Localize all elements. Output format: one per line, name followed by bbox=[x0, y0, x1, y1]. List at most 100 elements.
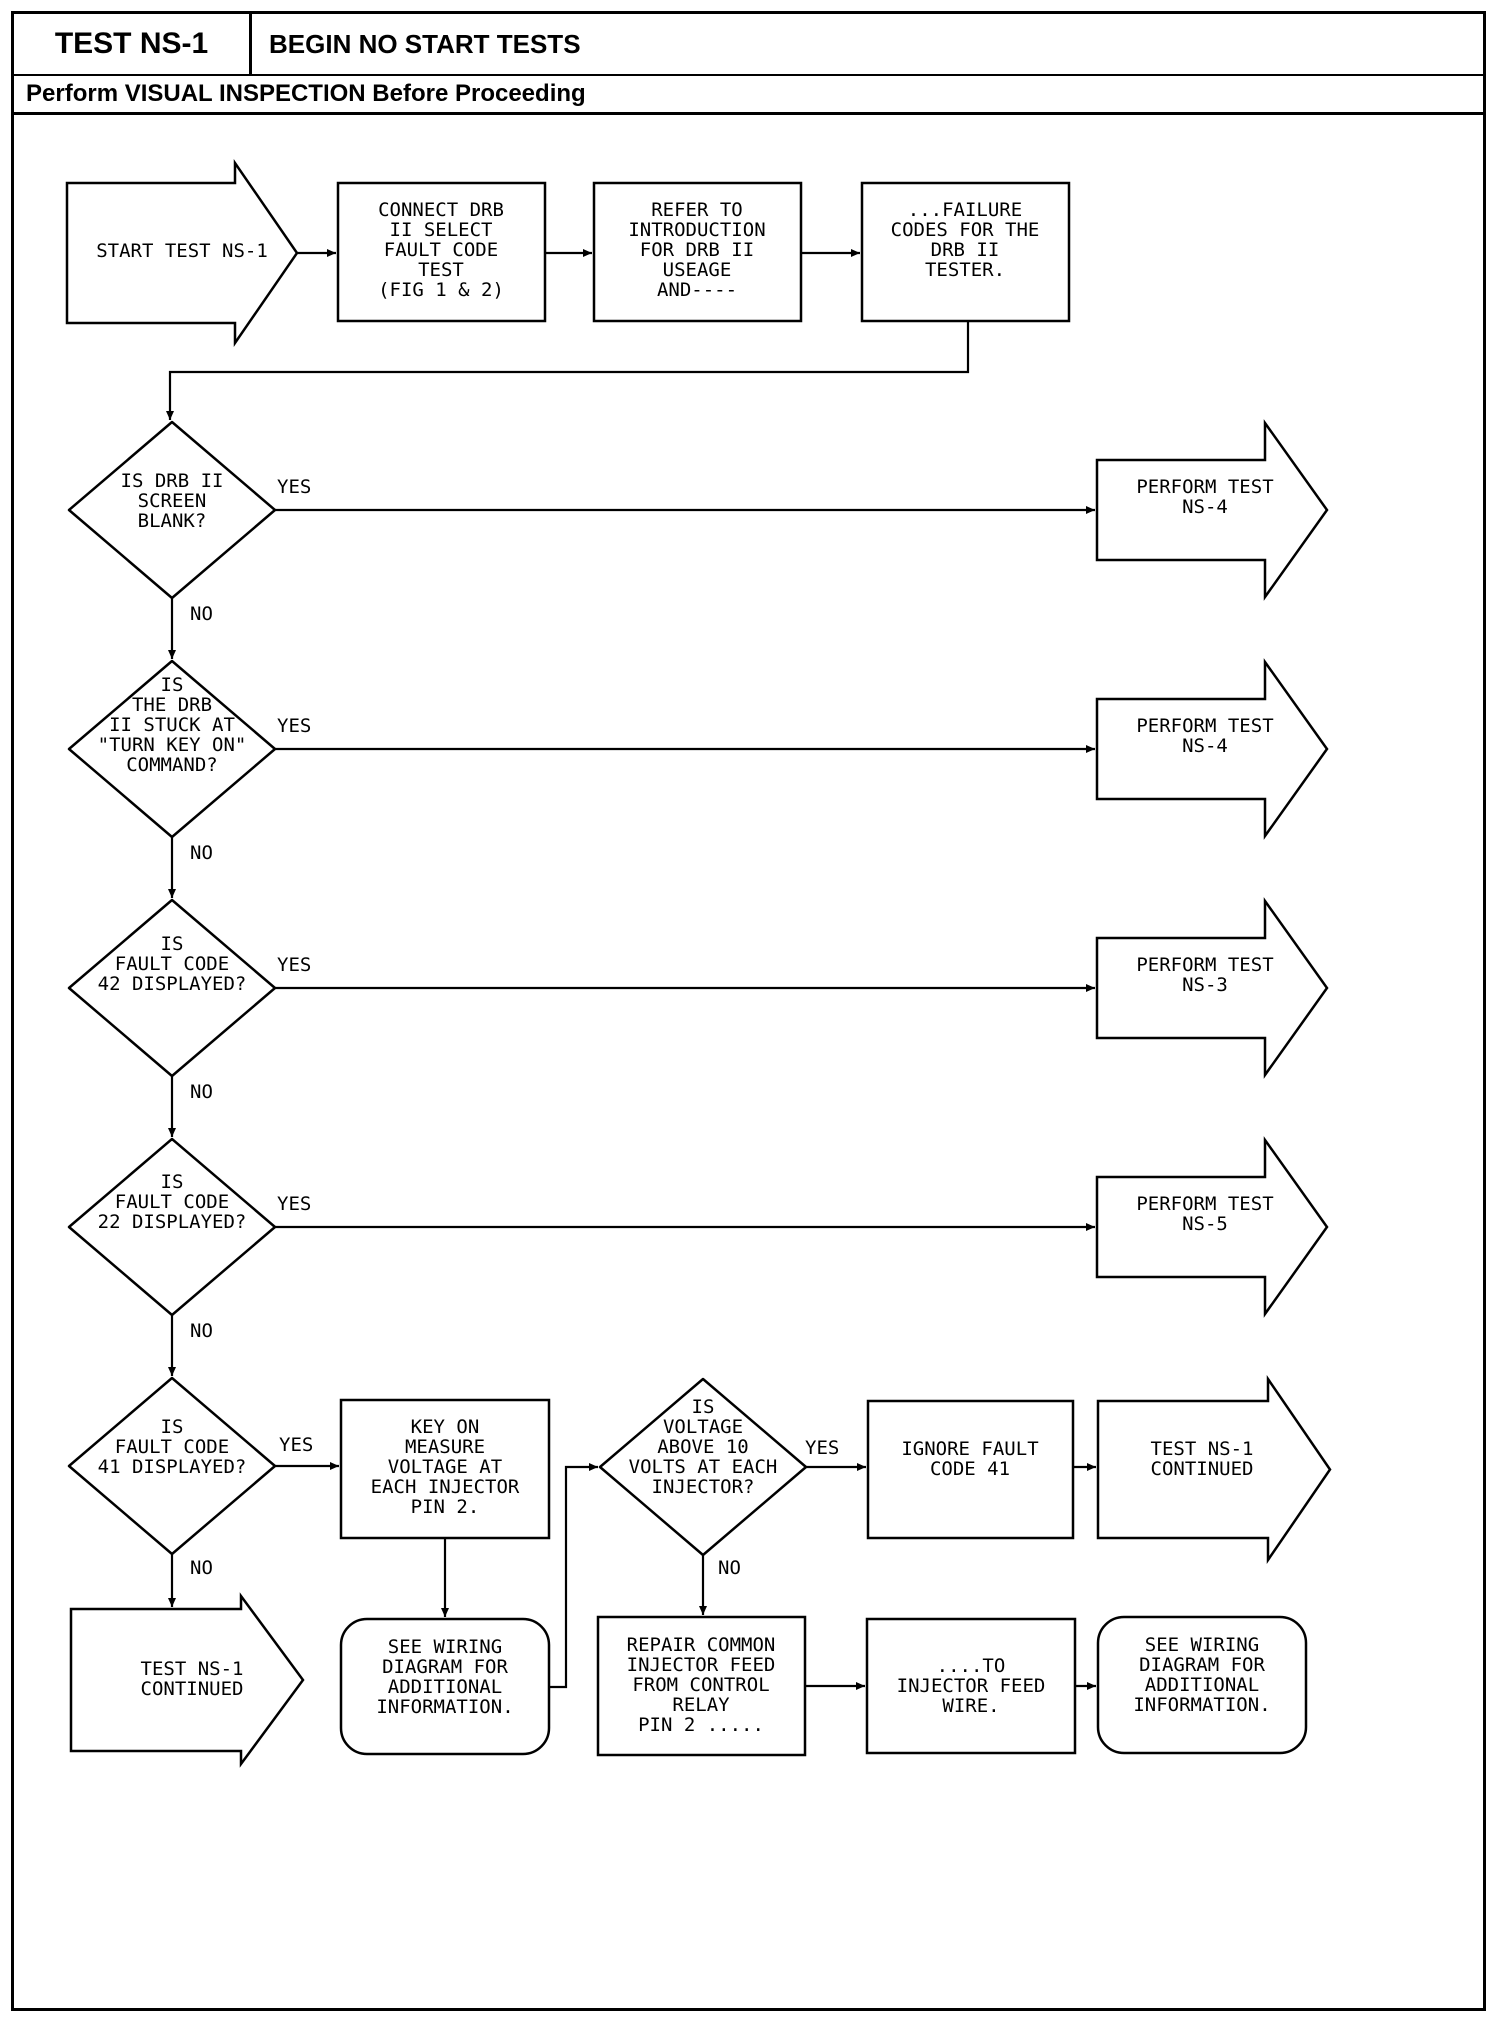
node-text-line: FAULT CODE bbox=[115, 1436, 229, 1458]
node-text-line: AND---- bbox=[657, 279, 737, 301]
refer-intro-box bbox=[592, 181, 803, 323]
yes-label: YES bbox=[277, 1193, 311, 1215]
node-text-line: INFORMATION. bbox=[376, 1696, 513, 1718]
no-label: NO bbox=[190, 603, 213, 625]
to-feed-wire-box bbox=[865, 1617, 1077, 1755]
node-text-line: CODES FOR THE bbox=[891, 219, 1040, 241]
repair-feed-box bbox=[596, 1615, 807, 1757]
node-text-line: FAULT CODE bbox=[115, 953, 229, 975]
subheader-row: Perform VISUAL INSPECTION Before Proceed… bbox=[14, 76, 1483, 115]
perform-ns4-a-arrow bbox=[1095, 419, 1329, 601]
node-text-line: CONNECT DRB bbox=[378, 199, 504, 221]
node-text-line: SEE WIRING bbox=[388, 1636, 502, 1658]
node-text-line: TESTER. bbox=[925, 259, 1005, 281]
node-text-line: VOLTAGE bbox=[663, 1416, 743, 1438]
node-text-line: BLANK? bbox=[138, 510, 207, 532]
q-screen-blank-diamond bbox=[67, 420, 277, 600]
node-text-line: DIAGRAM FOR bbox=[1139, 1654, 1265, 1676]
q-code42-diamond bbox=[67, 898, 277, 1078]
test-title: BEGIN NO START TESTS bbox=[269, 28, 581, 59]
node-text-line: IGNORE FAULT bbox=[901, 1438, 1038, 1460]
node-text-line: COMMAND? bbox=[126, 754, 218, 776]
node-text-line: IS DRB II bbox=[121, 470, 224, 492]
yes-label: YES bbox=[805, 1437, 839, 1459]
node-text-line: USEAGE bbox=[663, 259, 732, 281]
node-text-line: INJECTOR FEED bbox=[627, 1654, 776, 1676]
node-text-line: FOR DRB II bbox=[640, 239, 754, 261]
node-text-line: DRB II bbox=[931, 239, 1000, 261]
node-text-line: VOLTS AT EACH bbox=[629, 1456, 778, 1478]
node-text-line: INFORMATION. bbox=[1133, 1694, 1270, 1716]
q-code41-diamond bbox=[67, 1376, 277, 1556]
node-text-line: RELAY bbox=[672, 1694, 730, 1716]
node-text-line: VOLTAGE AT bbox=[388, 1456, 502, 1478]
node-text-line: CONTINUED bbox=[1151, 1458, 1254, 1480]
node-text-line: (FIG 1 & 2) bbox=[378, 279, 504, 301]
yes-label: YES bbox=[279, 1434, 313, 1456]
node-text-line: PIN 2. bbox=[411, 1496, 480, 1518]
node-text-line: ADDITIONAL bbox=[1145, 1674, 1259, 1696]
node-text-line: SCREEN bbox=[138, 490, 207, 512]
node-text-line: 42 DISPLAYED? bbox=[98, 973, 247, 995]
perform-ns4-b-arrow bbox=[1095, 658, 1329, 840]
node-text-line: INTRODUCTION bbox=[628, 219, 765, 241]
node-text-line: INJECTOR? bbox=[652, 1476, 755, 1498]
perform-ns5-arrow bbox=[1095, 1136, 1329, 1318]
node-text-line: II SELECT bbox=[390, 219, 493, 241]
node-text-line: MEASURE bbox=[405, 1436, 485, 1458]
node-text-line: 41 DISPLAYED? bbox=[98, 1456, 247, 1478]
node-text-line: THE DRB bbox=[132, 694, 212, 716]
yes-label: YES bbox=[277, 715, 311, 737]
shapes bbox=[65, 158, 1332, 1768]
perform-ns3-arrow bbox=[1095, 897, 1329, 1079]
connectors bbox=[166, 249, 1096, 1690]
node-text-line: NS-4 bbox=[1182, 496, 1228, 518]
node-text-line: PERFORM TEST bbox=[1136, 715, 1273, 737]
node-text-line: PIN 2 ..... bbox=[638, 1714, 764, 1736]
node-text-line: II STUCK AT bbox=[109, 714, 235, 736]
node-text-line: FAULT CODE bbox=[115, 1191, 229, 1213]
node-text-line: START TEST NS-1 bbox=[96, 240, 268, 262]
node-text-line: ADDITIONAL bbox=[388, 1676, 502, 1698]
ignore-41-box bbox=[866, 1399, 1075, 1540]
no-label: NO bbox=[190, 842, 213, 864]
node-text-line: NS-5 bbox=[1182, 1213, 1228, 1235]
node-text-line: IS bbox=[692, 1396, 715, 1418]
start-text: START TEST NS-1 bbox=[96, 240, 268, 262]
conn-wiring-voltage bbox=[549, 1463, 598, 1689]
node-text-line: DIAGRAM FOR bbox=[382, 1656, 508, 1678]
node-text-line: IS bbox=[161, 674, 184, 696]
node-text-line: PERFORM TEST bbox=[1136, 1193, 1273, 1215]
node-text-line: ABOVE 10 bbox=[657, 1436, 749, 1458]
node-text-line: CODE 41 bbox=[930, 1458, 1010, 1480]
yes-label: YES bbox=[277, 476, 311, 498]
node-text-line: FROM CONTROL bbox=[632, 1674, 769, 1696]
q-voltage-diamond bbox=[598, 1377, 808, 1557]
subtitle: Perform VISUAL INSPECTION Before Proceed… bbox=[26, 80, 586, 107]
node-text-line: 22 DISPLAYED? bbox=[98, 1211, 247, 1233]
no-label: NO bbox=[718, 1557, 741, 1579]
no-label: NO bbox=[190, 1320, 213, 1342]
node-text-line: INJECTOR FEED bbox=[897, 1675, 1046, 1697]
q-stuck-diamond bbox=[67, 659, 277, 839]
node-text-line: REFER TO bbox=[651, 199, 743, 221]
start-arrow bbox=[65, 158, 299, 348]
node-text-line: PERFORM TEST bbox=[1136, 476, 1273, 498]
